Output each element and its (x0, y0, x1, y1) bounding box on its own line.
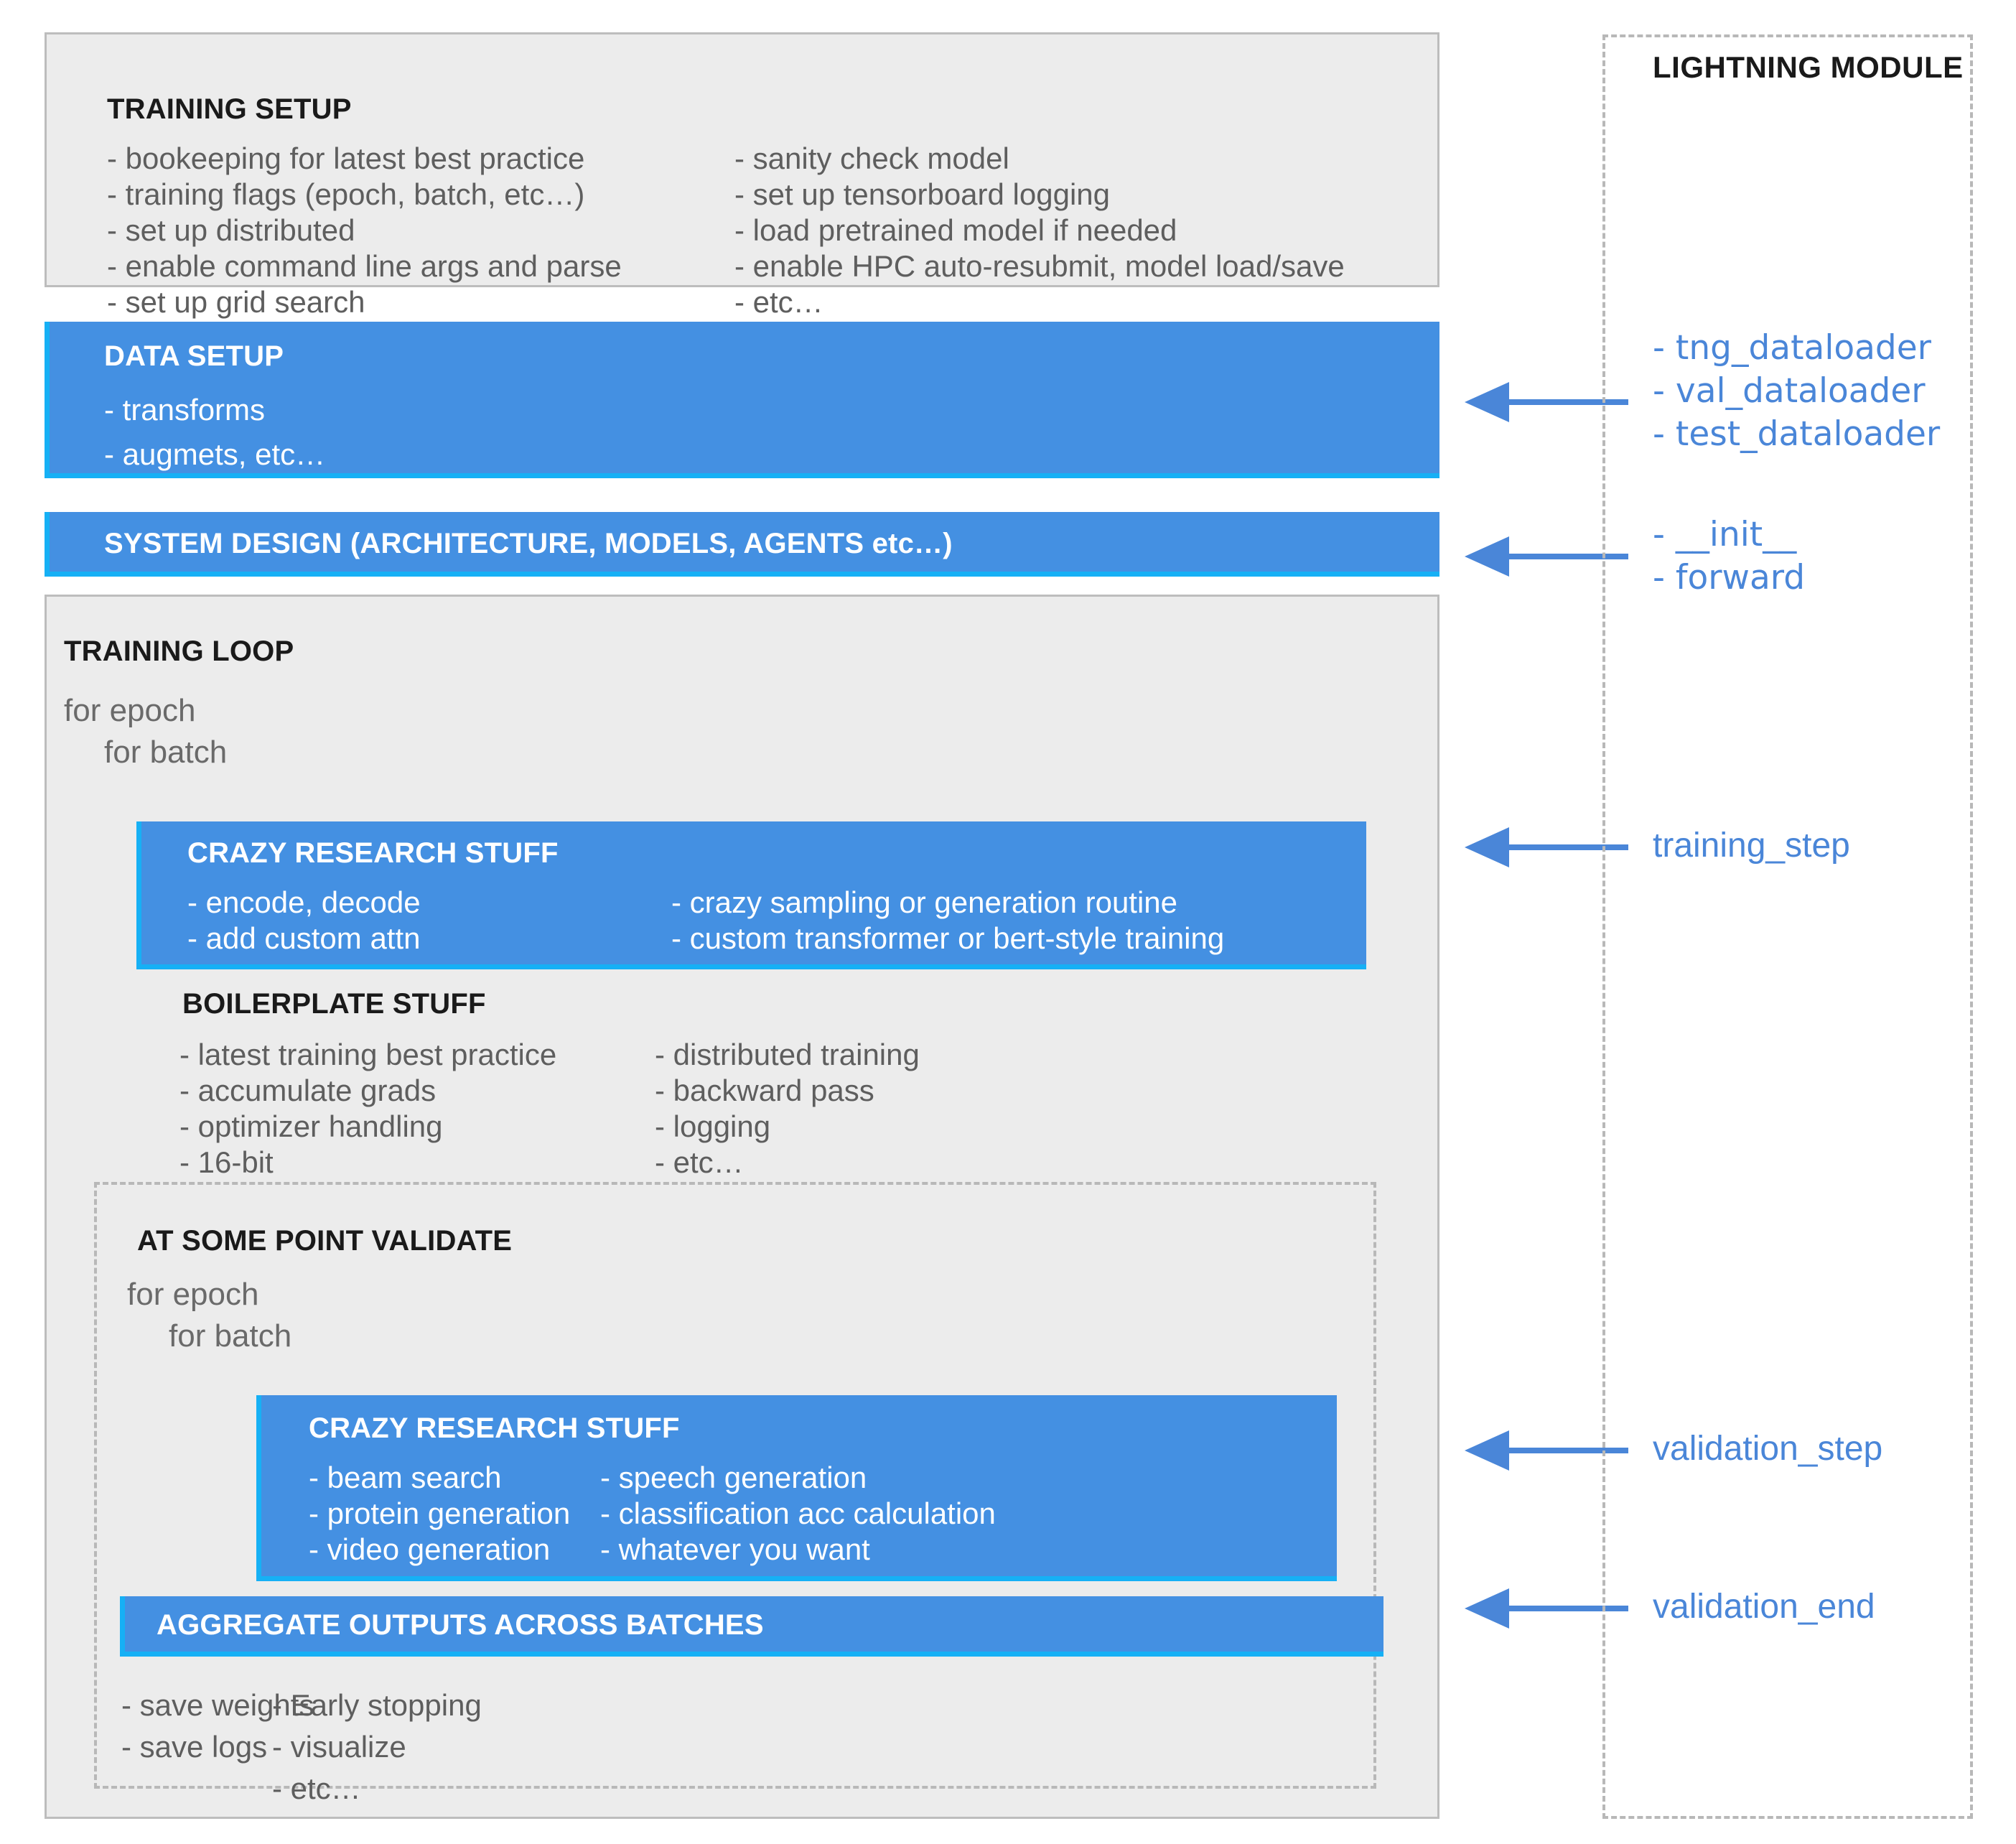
arrow-validation-end (1465, 1588, 1628, 1629)
list-item: - add custom attn (187, 921, 421, 955)
training-crazy-research-title: CRAZY RESEARCH STUFF (187, 837, 559, 869)
list-item: - whatever you want (600, 1532, 870, 1566)
validate-outputs-right-list: - Early stopping - visualize - etc… (272, 1685, 482, 1810)
training-setup-box: TRAINING SETUP - bookeeping for latest b… (45, 32, 1439, 319)
list-item: - enable command line args and parse (107, 249, 622, 283)
list-item: - accumulate grads (179, 1074, 437, 1107)
training-loop-box: TRAINING LOOP for epoch for batch CRAZY … (45, 595, 1439, 1819)
list-item: - etc… (655, 1145, 744, 1179)
validation-crazy-research-left-list: - beam search - protein generation - vid… (309, 1460, 570, 1568)
list-item: - backward pass (655, 1074, 874, 1107)
training-setup-left-list: - bookeeping for latest best practice - … (107, 141, 622, 320)
training-loop-for-epoch: for epoch (64, 693, 196, 728)
list-item: - optimizer handling (179, 1109, 443, 1143)
list-item: - enable HPC auto-resubmit, model load/s… (734, 249, 1345, 283)
list-item: - test_dataloader (1653, 414, 1941, 454)
data-setup-title: DATA SETUP (104, 340, 284, 372)
list-item: - set up distributed (107, 213, 355, 247)
arrow-training-step (1465, 827, 1628, 867)
training-crazy-research-box: CRAZY RESEARCH STUFF - encode, decode - … (136, 821, 1366, 969)
boilerplate-title: BOILERPLATE STUFF (182, 988, 486, 1020)
data-setup-box: DATA SETUP - transforms - augmets, etc… (45, 322, 1439, 478)
list-item: - visualize (272, 1730, 406, 1764)
boilerplate-right-list: - distributed training - backward pass -… (655, 1037, 920, 1181)
list-item: - augmets, etc… (104, 437, 326, 471)
validate-outputs-left-list: - save weights - save logs (121, 1685, 314, 1768)
list-item: - __init__ (1653, 515, 1797, 554)
list-item: - load pretrained model if needed (734, 213, 1177, 247)
list-item: - set up tensorboard logging (734, 177, 1111, 211)
list-item: - save logs (121, 1730, 268, 1764)
data-setup-list: - transforms - augmets, etc… (104, 388, 325, 477)
list-item: - etc… (734, 285, 823, 319)
list-item: - crazy sampling or generation routine (671, 885, 1178, 919)
list-item: - encode, decode (187, 885, 421, 919)
lightning-hook-training-step: training_step (1653, 826, 1850, 865)
validation-crazy-research-title: CRAZY RESEARCH STUFF (309, 1412, 680, 1444)
system-design-box: SYSTEM DESIGN (ARCHITECTURE, MODELS, AGE… (45, 512, 1439, 577)
lightning-hook-validation-step: validation_step (1653, 1430, 1883, 1468)
arrow-validation-step (1465, 1430, 1628, 1471)
list-item: - custom transformer or bert-style train… (671, 921, 1225, 955)
validate-for-epoch: for epoch (127, 1277, 259, 1312)
lightning-module-title: LIGHTNING MODULE (1653, 50, 1964, 84)
training-loop-for-batch: for batch (104, 735, 228, 770)
training-loop-title: TRAINING LOOP (64, 635, 294, 667)
list-item: - transforms (104, 393, 266, 427)
training-setup-right-list: - sanity check model - set up tensorboar… (734, 141, 1345, 320)
list-item: - training flags (epoch, batch, etc…) (107, 177, 585, 211)
aggregate-outputs-box: AGGREGATE OUTPUTS ACROSS BATCHES (120, 1596, 1383, 1657)
arrow-data-setup (1465, 382, 1628, 422)
list-item: - video generation (309, 1532, 551, 1566)
list-item: - logging (655, 1109, 771, 1143)
validate-for-batch: for batch (169, 1318, 292, 1354)
list-item: - etc… (272, 1771, 361, 1805)
list-item: - classification acc calculation (600, 1496, 996, 1530)
lightning-model-hook-list: - __init__ - forward (1653, 513, 1805, 600)
validation-crazy-research-box: CRAZY RESEARCH STUFF - beam search - pro… (256, 1395, 1337, 1581)
lightning-hook-validation-end: validation_end (1653, 1588, 1875, 1626)
validation-crazy-research-right-list: - speech generation - classification acc… (600, 1460, 996, 1568)
validate-box: AT SOME POINT VALIDATE for epoch for bat… (94, 1182, 1383, 1805)
list-item: - speech generation (600, 1461, 867, 1494)
list-item: - beam search (309, 1461, 502, 1494)
list-item: - forward (1653, 558, 1806, 597)
arrow-system-design (1465, 536, 1628, 577)
boilerplate-left-list: - latest training best practice - accumu… (179, 1037, 556, 1181)
lightning-dataloader-list: - tng_dataloader - val_dataloader - test… (1653, 327, 1940, 456)
list-item: - latest training best practice (179, 1038, 557, 1071)
list-item: - set up grid search (107, 285, 365, 319)
list-item: - 16-bit (179, 1145, 274, 1179)
training-crazy-research-left-list: - encode, decode - add custom attn (187, 885, 421, 956)
lightning-module-box (1602, 34, 1973, 1819)
list-item: - Early stopping (272, 1688, 482, 1722)
list-item: - tng_dataloader (1653, 328, 1932, 368)
list-item: - save weights (121, 1688, 314, 1722)
list-item: - sanity check model (734, 141, 1009, 175)
list-item: - protein generation (309, 1496, 571, 1530)
validate-title: AT SOME POINT VALIDATE (137, 1225, 513, 1257)
system-design-title: SYSTEM DESIGN (ARCHITECTURE, MODELS, AGE… (104, 528, 953, 559)
list-item: - distributed training (655, 1038, 920, 1071)
list-item: - bookeeping for latest best practice (107, 141, 585, 175)
aggregate-outputs-title: AGGREGATE OUTPUTS ACROSS BATCHES (157, 1609, 764, 1641)
training-crazy-research-right-list: - crazy sampling or generation routine -… (671, 885, 1224, 956)
training-setup-title: TRAINING SETUP (107, 93, 352, 125)
list-item: - val_dataloader (1653, 371, 1926, 411)
